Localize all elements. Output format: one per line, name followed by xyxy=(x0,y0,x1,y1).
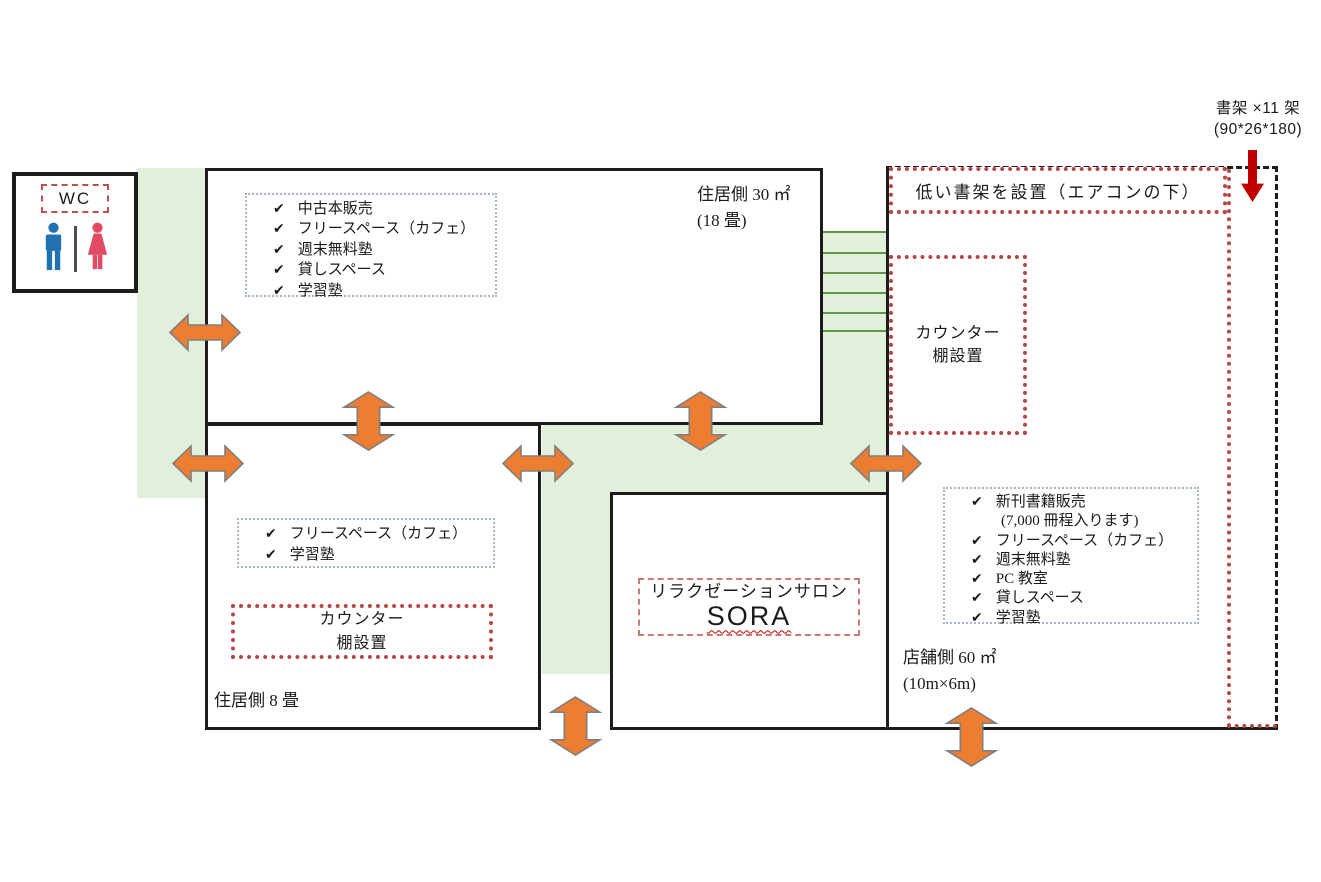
doorway-arrow-top-left xyxy=(169,313,241,352)
checklist-item-label: 週末無料塾 xyxy=(297,241,373,258)
checklist-row: ✔ 新刊書籍販売 xyxy=(971,493,1191,512)
check-icon: ✔ xyxy=(971,571,983,588)
top-room-area-label: 住居側 30 ㎡ (18 畳) xyxy=(697,182,791,233)
checklist-item-label: 学習塾 xyxy=(289,547,335,563)
checklist-item-label: フリースペース（カフェ） xyxy=(289,526,468,542)
corridor-right-vertical xyxy=(823,231,887,492)
step-line xyxy=(823,231,886,233)
wc-label-box: WC xyxy=(41,184,109,213)
checklist-item-label: フリースペース（カフェ） xyxy=(995,532,1174,549)
checklist-item-label: 中古本販売 xyxy=(297,201,373,217)
doorway-arrow-top-to-left-room xyxy=(340,391,397,451)
checklist-row: ✔ PC 教室 xyxy=(971,570,1191,589)
store-room-area: 店舗側 60 ㎡ xyxy=(903,648,997,667)
checklist-row: ✔ 中古本販売 xyxy=(273,199,489,219)
doorway-arrow-left-room xyxy=(172,444,244,483)
store-counter-line1: カウンター xyxy=(915,324,1001,342)
checklist-row: ✔ 貸しスペース xyxy=(273,260,489,280)
salon-title: リラクゼーションサロン xyxy=(650,581,848,601)
wc-icons xyxy=(12,222,138,272)
check-icon: ✔ xyxy=(273,201,285,217)
top-room-area-sub: (18 畳) xyxy=(697,210,747,230)
checklist-item-label: PC 教室 xyxy=(995,571,1048,588)
step-line xyxy=(823,330,886,332)
wc-divider xyxy=(73,226,77,272)
checklist-row: ✔ 学習塾 xyxy=(273,281,489,301)
store-room-checklist: ✔ 新刊書籍販売 (7,000 冊程入ります) ✔ フリースペース（カフェ） ✔… xyxy=(943,487,1199,626)
left-counter-box: カウンター 棚設置 xyxy=(231,604,493,659)
left-counter-line2: 棚設置 xyxy=(336,634,388,652)
checklist-row: ✔ 貸しスペース xyxy=(971,589,1191,608)
left-counter-line1: カウンター xyxy=(319,611,405,629)
checklist-item-label: 新刊書籍販売 xyxy=(995,494,1086,510)
shelf-annotation-line1: 書架 ×11 架 xyxy=(1215,100,1301,117)
check-icon: ✔ xyxy=(265,547,277,563)
checklist-item-label: 週末無料塾 xyxy=(995,551,1071,568)
wc-label: WC xyxy=(58,188,92,208)
doorway-arrow-top-to-corridor xyxy=(672,391,729,451)
left-room-checklist: ✔ フリースペース（カフェ） ✔ 学習塾 xyxy=(237,518,495,568)
check-icon: ✔ xyxy=(971,551,983,568)
store-counter-box: カウンター 棚設置 xyxy=(889,255,1027,435)
check-icon: ✔ xyxy=(971,609,983,626)
bookshelf-pointer-arrow xyxy=(1240,150,1265,203)
low-shelf-note-box: 低い書架を設置（エアコンの下） xyxy=(889,167,1227,214)
store-counter-line2: 棚設置 xyxy=(932,348,984,365)
check-icon: ✔ xyxy=(273,241,285,258)
man-icon xyxy=(40,222,67,272)
step-line xyxy=(823,312,886,314)
doorway-arrow-store-west xyxy=(850,444,922,483)
woman-icon xyxy=(84,222,111,272)
checklist-row: ✔ フリースペース（カフェ） xyxy=(971,532,1191,551)
check-icon: ✔ xyxy=(273,221,285,238)
check-icon: ✔ xyxy=(971,590,983,607)
check-icon: ✔ xyxy=(265,526,277,542)
checklist-item-label: 貸しスペース xyxy=(995,590,1084,607)
checklist-item-label: 学習塾 xyxy=(297,282,343,299)
checklist-item-note: (7,000 冊程入ります) xyxy=(1001,513,1139,530)
room-residential-left xyxy=(205,423,541,730)
checklist-row: ✔ 学習塾 xyxy=(265,545,487,566)
wc-content: WC xyxy=(12,172,138,293)
store-room-area-sub: (10m×6m) xyxy=(903,673,976,693)
check-icon: ✔ xyxy=(273,282,285,299)
doorway-arrow-left-room-east xyxy=(502,444,574,483)
checklist-item-label: フリースペース（カフェ） xyxy=(297,221,476,238)
salon-sign-box: リラクゼーションサロン SORA xyxy=(638,578,860,636)
shelf-annotation: 書架 ×11 架 (90*26*180) xyxy=(1195,99,1321,141)
left-room-area: 住居側 8 畳 xyxy=(214,691,299,710)
salon-name: SORA xyxy=(706,601,792,632)
checklist-row: ✔ フリースペース（カフェ） xyxy=(273,219,489,239)
checklist-row: ✔ 週末無料塾 xyxy=(971,551,1191,570)
low-shelf-note-label: 低い書架を設置（エアコンの下） xyxy=(915,183,1201,202)
doorway-arrow-store-south xyxy=(943,707,1000,767)
check-icon: ✔ xyxy=(971,532,983,549)
doorway-arrow-corridor-south xyxy=(547,696,604,756)
step-line xyxy=(823,272,886,274)
step-line xyxy=(823,292,886,294)
store-room-area-label: 店舗側 60 ㎡ (10m×6m) xyxy=(903,645,997,696)
shelf-annotation-line2: (90*26*180) xyxy=(1213,120,1303,138)
checklist-item-label: 学習塾 xyxy=(995,609,1041,626)
check-icon: ✔ xyxy=(971,494,983,510)
top-room-area: 住居側 30 ㎡ xyxy=(697,185,791,204)
check-icon: ✔ xyxy=(273,262,285,279)
step-line xyxy=(823,252,886,254)
checklist-row: ✔ 週末無料塾 xyxy=(273,240,489,260)
checklist-row: ✔ 学習塾 xyxy=(971,609,1191,628)
left-room-area-label: 住居側 8 畳 xyxy=(214,688,299,714)
checklist-row: ✔ フリースペース（カフェ） xyxy=(265,524,487,545)
top-room-checklist: ✔ 中古本販売 ✔ フリースペース（カフェ） ✔ 週末無料塾 ✔ 貸しスペース xyxy=(245,193,497,299)
bookshelf-strip xyxy=(1227,169,1277,728)
checklist-item-label: 貸しスペース xyxy=(297,262,386,279)
